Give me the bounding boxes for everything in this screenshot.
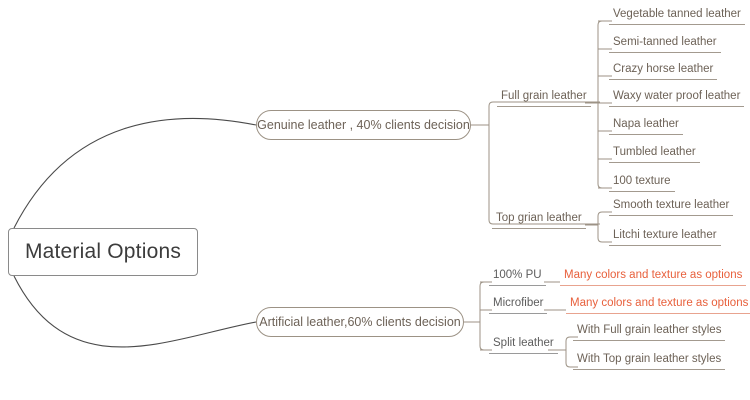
branch-node-artificial[interactable]: Artificial leather,60% clients decision xyxy=(256,307,464,337)
leaf-crazy-horse-leather[interactable]: Crazy horse leather xyxy=(609,62,718,80)
leaf-napa-leather[interactable]: Napa leather xyxy=(609,117,683,135)
node-top-grain-leather[interactable]: Top grian leather xyxy=(492,211,586,229)
leaf-with-full-grain-leather-styles[interactable]: With Full grain leather styles xyxy=(573,323,726,341)
branch-node-genuine-label: Genuine leather , 40% clients decision xyxy=(257,118,470,132)
leaf-with-top-grain-leather-styles[interactable]: With Top grain leather styles xyxy=(573,352,726,370)
connector-genuine-spine xyxy=(488,101,600,225)
node-split-leather[interactable]: Split leather xyxy=(489,336,558,354)
node-full-grain-leather[interactable]: Full grain leather xyxy=(497,89,591,107)
branch-node-artificial-label: Artificial leather,60% clients decision xyxy=(259,315,461,329)
node-100-pu[interactable]: 100% PU xyxy=(489,268,546,286)
root-node-label: Material Options xyxy=(24,240,182,263)
leaf-tumbled-leather[interactable]: Tumbled leather xyxy=(609,145,700,163)
root-node[interactable]: Material Options xyxy=(8,228,198,276)
connector-root-to-artificial xyxy=(13,275,257,348)
leaf-microfiber-colors-textures[interactable]: Many colors and texture as options xyxy=(566,296,750,314)
leaf-waxy-water-proof-leather[interactable]: Waxy water proof leather xyxy=(609,89,745,107)
leaf-vegetable-tanned-leather[interactable]: Vegetable tanned leather xyxy=(609,7,745,25)
leaf-smooth-texture-leather[interactable]: Smooth texture leather xyxy=(609,198,734,216)
leaf-100-texture[interactable]: 100 texture xyxy=(609,174,675,192)
connector-root-to-genuine xyxy=(13,117,257,229)
branch-node-genuine[interactable]: Genuine leather , 40% clients decision xyxy=(256,110,471,140)
leaf-semi-tanned-leather[interactable]: Semi-tanned leather xyxy=(609,35,721,53)
leaf-litchi-texture-leather[interactable]: Litchi texture leather xyxy=(609,228,721,246)
node-microfiber[interactable]: Microfiber xyxy=(489,296,548,314)
leaf-pu-colors-textures[interactable]: Many colors and texture as options xyxy=(560,268,747,286)
